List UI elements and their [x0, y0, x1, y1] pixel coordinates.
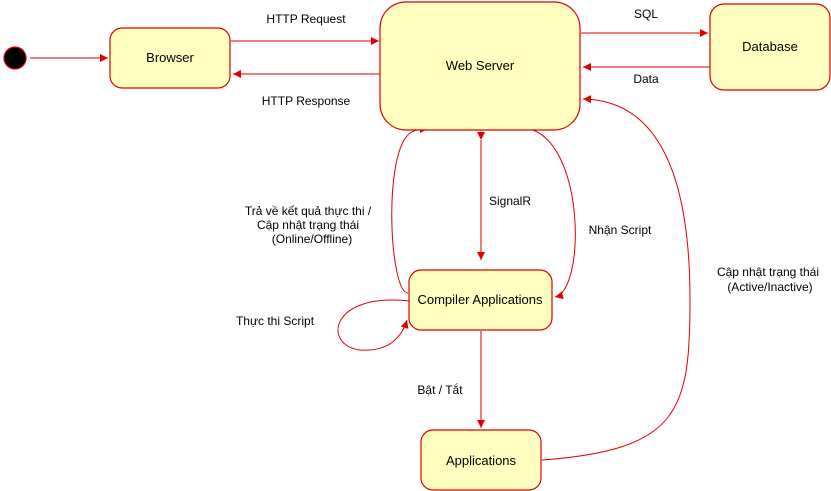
node-database: [709, 3, 831, 91]
label-return-line2: Cập nhật trạng thái: [257, 218, 359, 232]
start-node: [3, 46, 27, 70]
node-web-server: [379, 1, 581, 131]
label-run-script: Thực thi Script: [236, 314, 315, 328]
node-compiler-label: Compiler Applications: [417, 292, 543, 307]
node-browser-label: Browser: [146, 50, 194, 65]
label-receive-script: Nhận Script: [589, 223, 652, 237]
label-toggle: Bật / Tắt: [417, 382, 463, 397]
label-return-line3: (Online/Offline): [272, 232, 352, 246]
node-browser: [109, 27, 231, 89]
edge-status-update: [541, 95, 691, 461]
edge-run-script: [337, 299, 411, 351]
node-database-label: Database: [742, 39, 798, 54]
node-compiler: [408, 269, 553, 331]
label-http-request: HTTP Request: [266, 12, 346, 26]
label-sql: SQL: [634, 7, 658, 21]
label-return-line1: Trả về kết quả thực thi /: [245, 204, 372, 218]
label-signalr: SignalR: [489, 194, 531, 208]
node-applications: [420, 429, 542, 491]
edge-return-results: [391, 125, 429, 294]
label-data: Data: [633, 72, 659, 86]
edge-receive-script: [532, 129, 576, 300]
label-status-line2: (Active/Inactive): [727, 280, 812, 294]
label-status-line1: Cập nhật trạng thái: [717, 265, 819, 279]
label-http-response: HTTP Response: [262, 94, 351, 108]
node-applications-label: Applications: [446, 453, 517, 468]
node-web-server-label: Web Server: [446, 58, 515, 73]
